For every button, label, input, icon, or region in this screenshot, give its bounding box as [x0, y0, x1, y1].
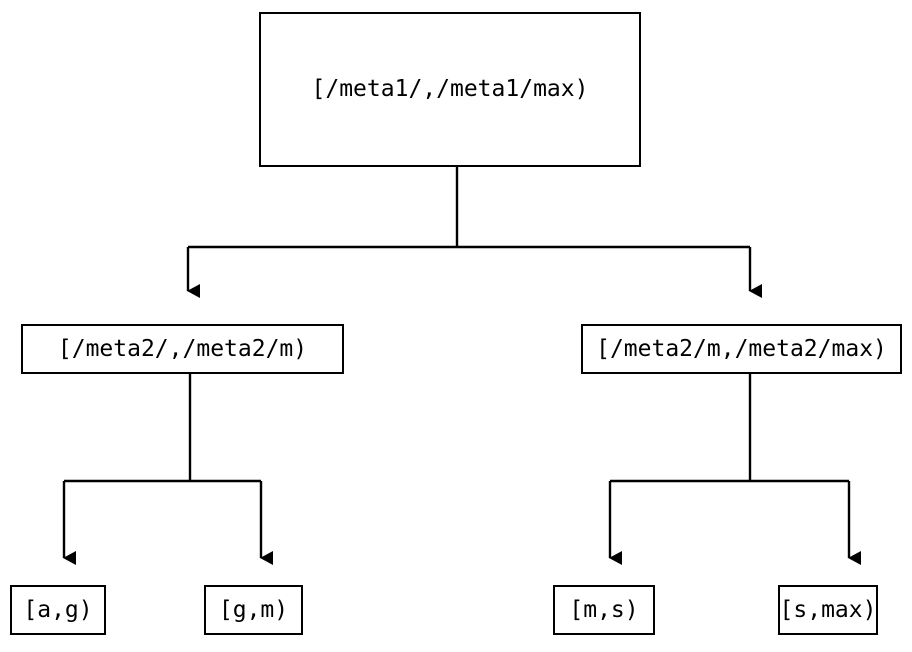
tree-node-meta2-left-label: [/meta2/,/meta2/m) [57, 335, 308, 362]
tree-node-meta2-left[interactable]: [/meta2/,/meta2/m) [21, 324, 344, 374]
tree-node-leaf-ag[interactable]: [a,g) [10, 585, 106, 635]
tree-node-leaf-ag-label: [a,g) [23, 596, 93, 623]
tree-node-leaf-ms-label: [m,s) [569, 596, 639, 623]
tree-node-root-label: [/meta1/,/meta1/max) [311, 76, 589, 102]
tree-node-leaf-smax[interactable]: [s,max) [778, 585, 878, 635]
tree-node-leaf-ms[interactable]: [m,s) [553, 585, 655, 635]
tree-node-meta2-right[interactable]: [/meta2/m,/meta2/max) [581, 324, 902, 374]
tree-node-leaf-gm[interactable]: [g,m) [204, 585, 303, 635]
tree-node-leaf-gm-label: [g,m) [218, 596, 289, 623]
tree-node-leaf-smax-label: [s,max) [779, 596, 877, 623]
tree-node-meta2-right-label: [/meta2/m,/meta2/max) [596, 335, 887, 362]
tree-node-root[interactable]: [/meta1/,/meta1/max) [259, 12, 641, 167]
